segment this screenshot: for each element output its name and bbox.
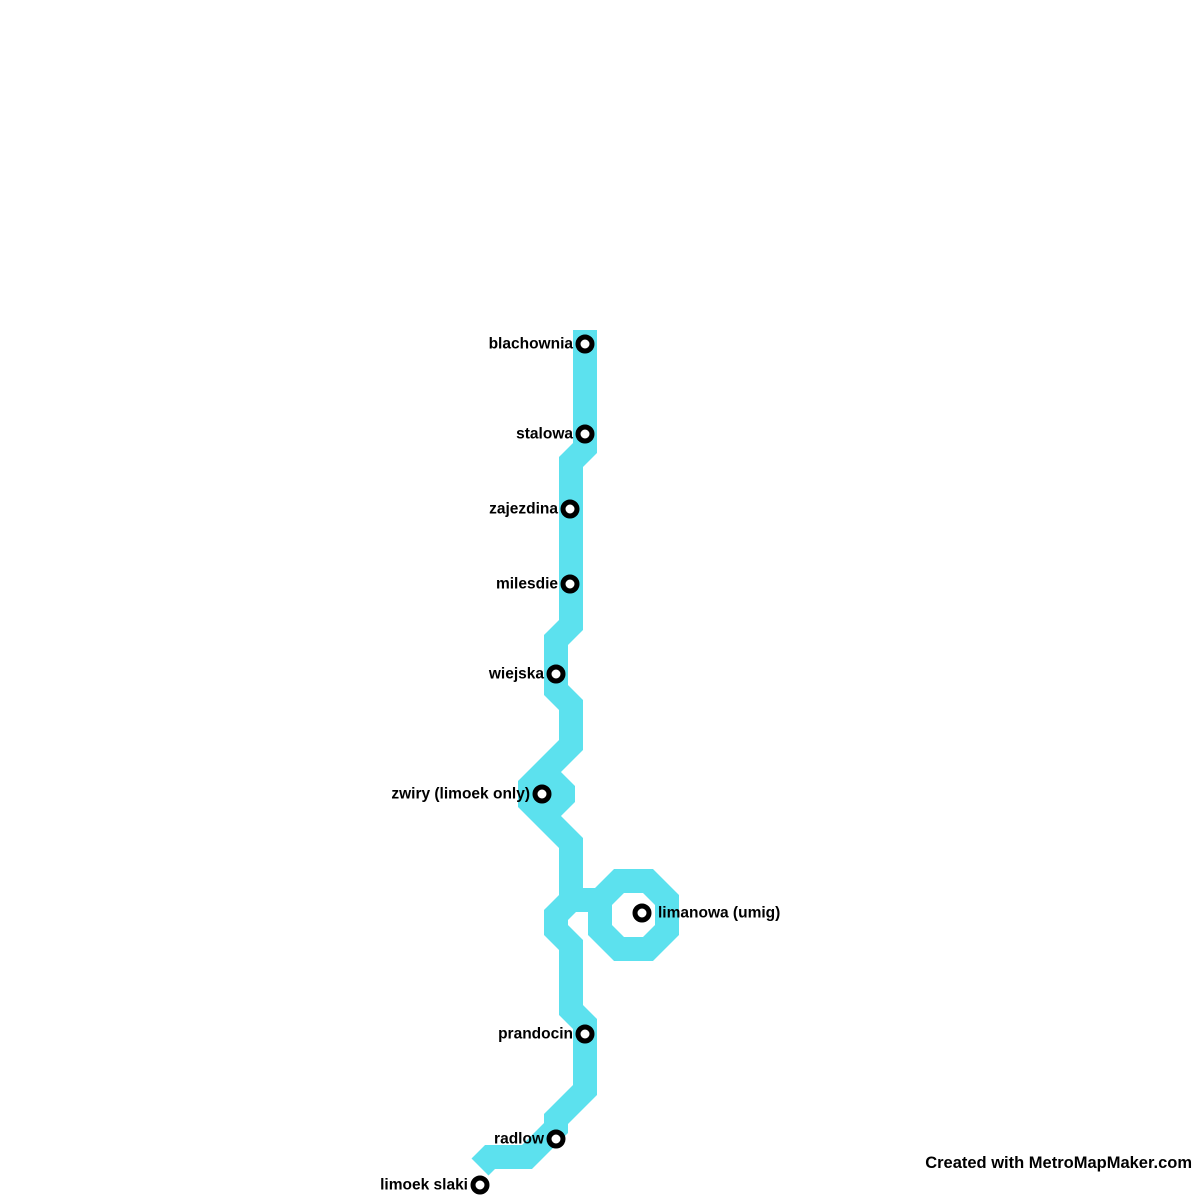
station-label-prandocin: prandocin bbox=[498, 1025, 573, 1043]
station-label-blachownia: blachownia bbox=[488, 335, 573, 353]
station-label-limoek-slaki: limoek slaki bbox=[380, 1176, 468, 1194]
station-marker-radlow[interactable] bbox=[546, 1129, 566, 1149]
station-marker-milesdie[interactable] bbox=[560, 574, 580, 594]
station-label-radlow: radlow bbox=[494, 1130, 544, 1148]
station-label-milesdie: milesdie bbox=[495, 575, 558, 593]
station-marker-limanowa[interactable] bbox=[632, 903, 652, 923]
station-marker-prandocin[interactable] bbox=[575, 1024, 595, 1044]
metro-line-cyan[interactable] bbox=[471, 330, 679, 1176]
station-markers-group bbox=[470, 334, 652, 1195]
station-label-wiejska: wiejska bbox=[488, 665, 544, 683]
station-label-zwiry: zwiry (limoek only) bbox=[391, 785, 530, 803]
station-marker-zajezdina[interactable] bbox=[560, 499, 580, 519]
station-marker-limoek-slaki[interactable] bbox=[470, 1175, 490, 1195]
line-branch-zwiry[interactable] bbox=[540, 770, 575, 818]
station-marker-blachownia[interactable] bbox=[575, 334, 595, 354]
station-marker-stalowa[interactable] bbox=[575, 424, 595, 444]
station-label-zajezdina: zajezdina bbox=[489, 500, 558, 518]
station-marker-wiejska[interactable] bbox=[546, 664, 566, 684]
line-branch-limanowa-loop[interactable] bbox=[571, 869, 679, 961]
station-label-stalowa: stalowa bbox=[516, 425, 573, 443]
station-label-limanowa: limanowa (umig) bbox=[658, 904, 781, 922]
footer-credit: Created with MetroMapMaker.com bbox=[925, 1154, 1192, 1172]
station-marker-zwiry[interactable] bbox=[532, 784, 552, 804]
